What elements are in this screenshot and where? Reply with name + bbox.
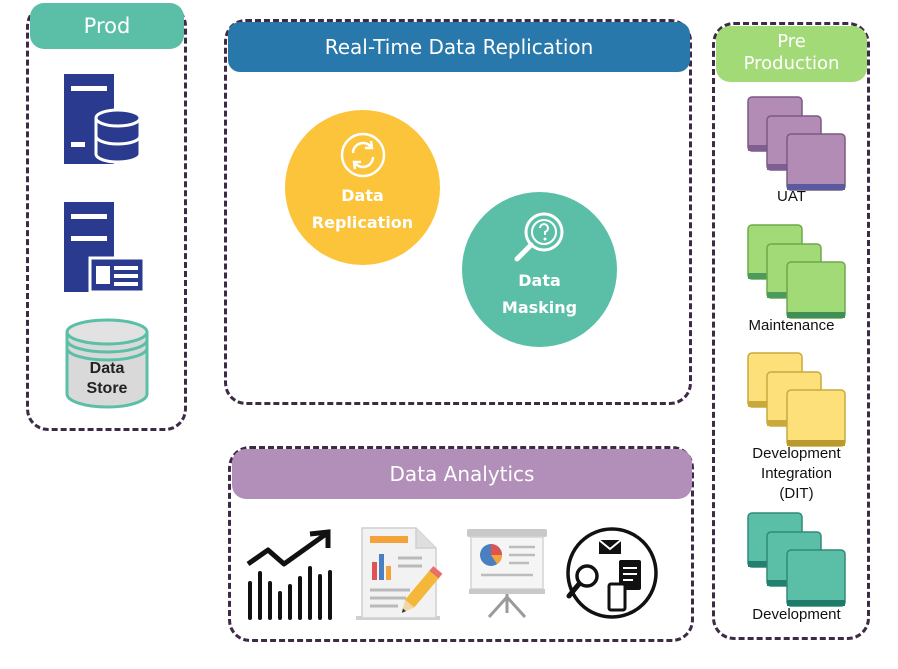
data-masking-circle: Data Masking	[462, 192, 617, 347]
trend-chart-icon	[246, 529, 332, 620]
preprod-header: Pre Production	[716, 26, 867, 82]
data-store-label: Data Store	[64, 359, 150, 399]
analytics-title: Data Analytics	[389, 462, 535, 486]
presentation-board-icon	[467, 529, 547, 619]
replication-header: Real-Time Data Replication	[228, 22, 690, 72]
preprod-panel	[712, 22, 870, 640]
maintenance-stack-icon	[747, 224, 846, 319]
replication-title: Real-Time Data Replication	[324, 35, 594, 59]
prod-title: Prod	[83, 14, 131, 38]
preprod-title-line1: Pre	[777, 31, 806, 52]
analytics-panel	[228, 446, 694, 642]
server-database-icon	[64, 74, 142, 164]
uat-label: UAT	[777, 188, 806, 205]
replication-panel	[224, 19, 692, 405]
data-store-label-line1: Data	[89, 360, 125, 377]
dit-label-line2: Integration	[761, 465, 832, 482]
magnifier-question-icon	[514, 212, 564, 262]
search-devices-icon	[566, 527, 658, 619]
data-replication-line1: Data	[341, 186, 384, 205]
dit-stack-icon	[747, 352, 846, 447]
server-window-icon	[64, 202, 146, 294]
data-store-label-line2: Store	[86, 380, 128, 397]
development-label: Development	[752, 606, 841, 623]
data-replication-circle: Data Replication	[285, 110, 440, 265]
sync-icon	[340, 132, 386, 178]
prod-header: Prod	[30, 3, 184, 49]
data-replication-line2: Replication	[311, 213, 414, 232]
report-pencil-icon	[356, 527, 443, 620]
data-masking-line2: Masking	[501, 298, 578, 317]
data-store-cylinder-icon	[65, 318, 149, 409]
dit-label-line3: (DIT)	[779, 485, 814, 502]
analytics-header: Data Analytics	[232, 449, 692, 499]
dit-label: Development Integration (DIT)	[716, 444, 877, 504]
data-masking-line1: Data	[518, 271, 561, 290]
development-stack-icon	[747, 512, 846, 607]
maintenance-label: Maintenance	[748, 317, 835, 334]
dit-label-line1: Development	[752, 445, 841, 462]
uat-stack-icon	[747, 96, 846, 191]
preprod-title-line2: Production	[743, 53, 840, 74]
